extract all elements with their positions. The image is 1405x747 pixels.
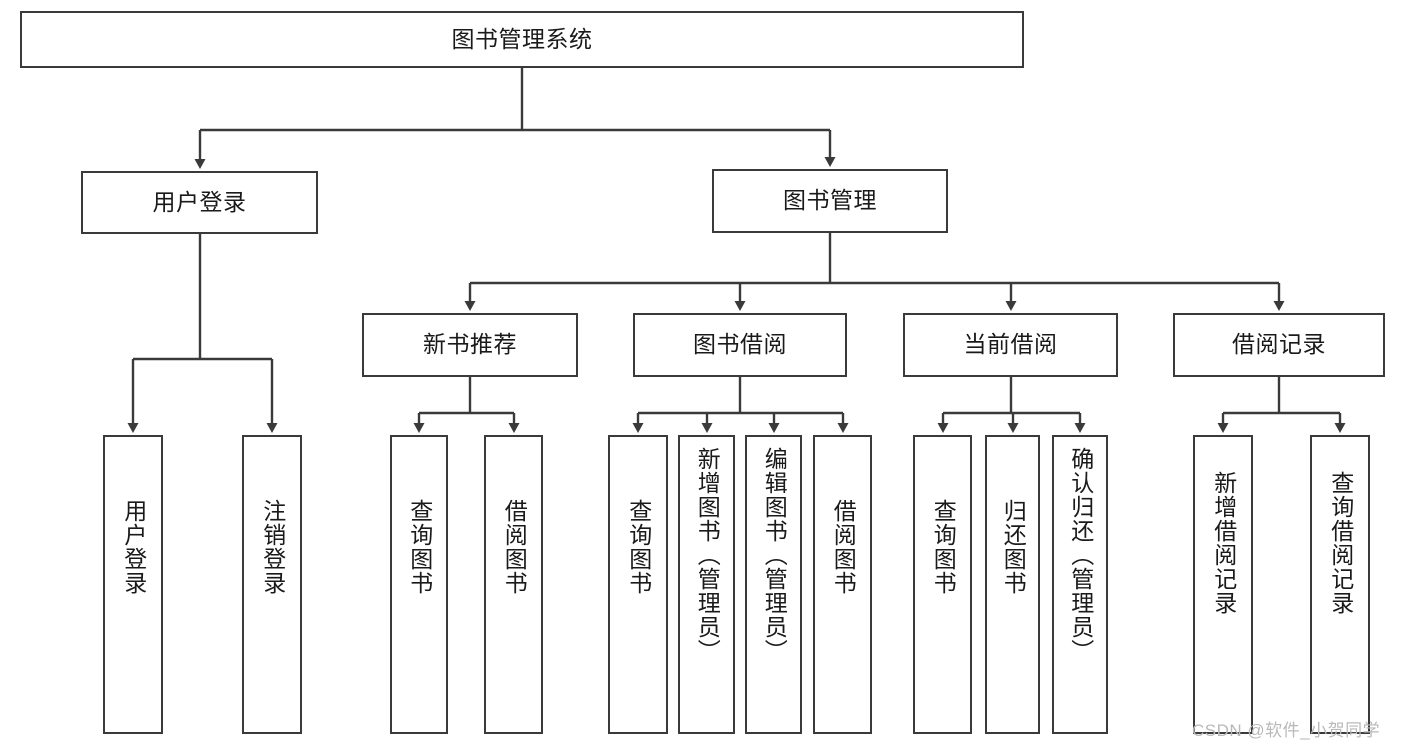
node-label: 编辑图书（管理员） <box>761 447 788 663</box>
node-leaf-query-book-1[interactable]: 查询图书 <box>390 435 448 734</box>
node-label: 图书借阅 <box>693 331 787 358</box>
node-leaf-query-record[interactable]: 查询借阅记录 <box>1310 435 1370 734</box>
node-borrow-record[interactable]: 借阅记录 <box>1173 313 1385 377</box>
node-new-book-rec[interactable]: 新书推荐 <box>362 313 578 377</box>
node-root[interactable]: 图书管理系统 <box>20 11 1024 68</box>
node-label: 用户登录 <box>120 499 147 595</box>
node-leaf-user-login[interactable]: 用户登录 <box>103 435 163 734</box>
node-label: 注销登录 <box>259 499 286 595</box>
node-leaf-confirm-return[interactable]: 确认归还（管理员） <box>1052 435 1108 734</box>
node-label: 查询图书 <box>930 499 957 595</box>
node-label: 确认归还（管理员） <box>1067 447 1094 663</box>
node-leaf-borrow-book-2[interactable]: 借阅图书 <box>813 435 872 734</box>
node-leaf-edit-book[interactable]: 编辑图书（管理员） <box>745 435 802 734</box>
node-label: 图书管理 <box>783 187 877 214</box>
node-leaf-logout[interactable]: 注销登录 <box>242 435 302 734</box>
node-label: 查询借阅记录 <box>1327 471 1354 615</box>
node-label: 图书管理系统 <box>451 25 593 52</box>
node-label: 借阅图书 <box>501 499 528 595</box>
node-label: 用户登录 <box>152 188 247 215</box>
node-leaf-return-book[interactable]: 归还图书 <box>985 435 1040 734</box>
node-leaf-query-book-3[interactable]: 查询图书 <box>913 435 972 734</box>
node-label: 归还图书 <box>1000 499 1027 595</box>
node-label: 借阅记录 <box>1232 331 1326 358</box>
node-label: 查询图书 <box>406 499 433 595</box>
node-book-manage[interactable]: 图书管理 <box>712 169 948 233</box>
node-user-login[interactable]: 用户登录 <box>81 171 318 234</box>
node-book-borrow[interactable]: 图书借阅 <box>633 313 847 377</box>
node-label: 当前借阅 <box>963 331 1058 358</box>
node-label: 新增借阅记录 <box>1210 471 1237 615</box>
node-label: 新书推荐 <box>423 331 517 358</box>
node-leaf-borrow-book-1[interactable]: 借阅图书 <box>484 435 543 734</box>
node-leaf-add-book[interactable]: 新增图书（管理员） <box>678 435 735 734</box>
node-label: 借阅图书 <box>830 499 857 595</box>
node-leaf-add-record[interactable]: 新增借阅记录 <box>1193 435 1253 734</box>
node-current-borrow[interactable]: 当前借阅 <box>903 313 1118 377</box>
node-label: 查询图书 <box>625 499 652 595</box>
node-leaf-query-book-2[interactable]: 查询图书 <box>608 435 668 734</box>
node-label: 新增图书（管理员） <box>694 447 721 663</box>
watermark: CSDN @软件_小贺同学 <box>1192 721 1381 740</box>
